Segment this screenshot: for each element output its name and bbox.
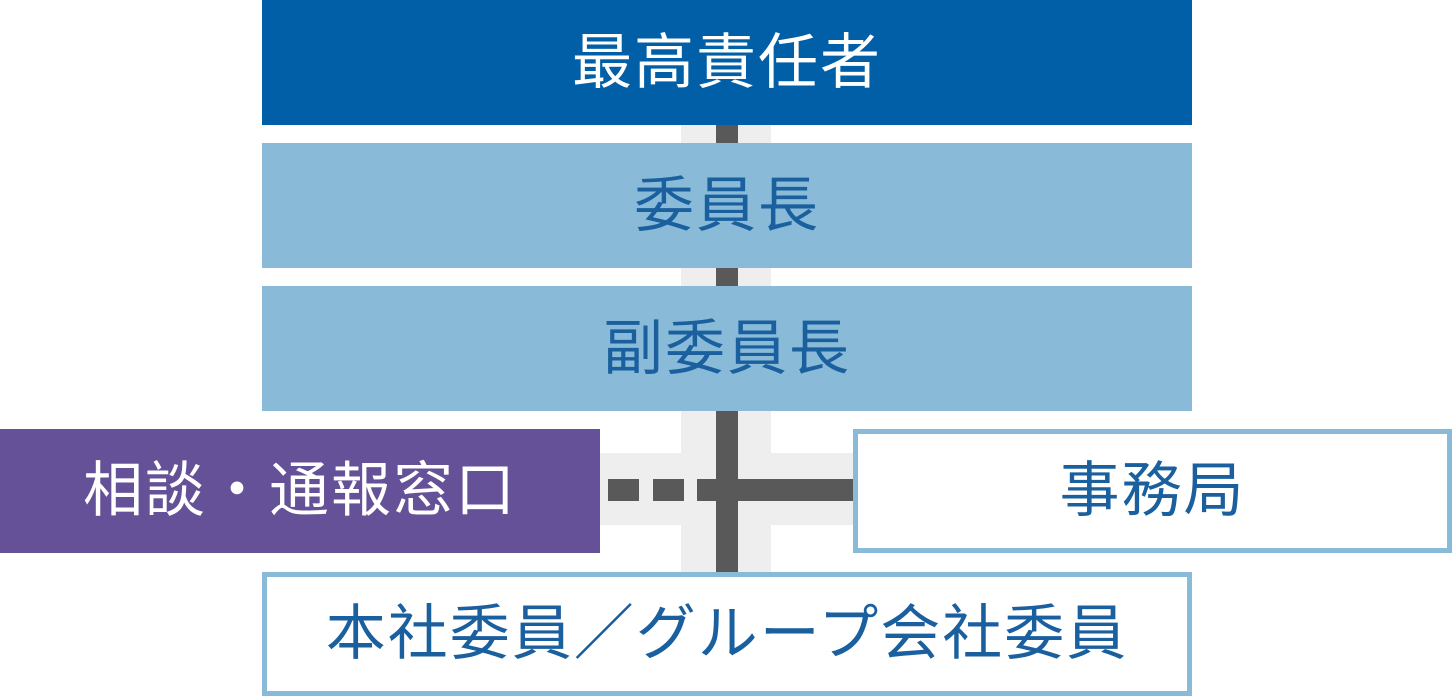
members-label: 本社委員／グループ会社委員 bbox=[325, 599, 1129, 669]
secretariat-label: 事務局 bbox=[1059, 456, 1246, 526]
vice-chairperson-box: 副委員長 bbox=[262, 286, 1192, 411]
chairperson-label: 委員長 bbox=[634, 170, 820, 241]
secretariat-box: 事務局 bbox=[853, 429, 1452, 553]
consultation-desk-box: 相談・通報窓口 bbox=[0, 429, 600, 553]
chairperson-box: 委員長 bbox=[262, 143, 1192, 268]
members-box: 本社委員／グループ会社委員 bbox=[262, 572, 1192, 696]
consultation-connector-dash bbox=[653, 479, 684, 501]
top-executive-label: 最高責任者 bbox=[572, 27, 882, 98]
consultation-desk-label: 相談・通報窓口 bbox=[83, 456, 517, 526]
top-executive-box: 最高責任者 bbox=[262, 0, 1192, 125]
consultation-connector-dash bbox=[608, 479, 639, 501]
secretariat-connector-line bbox=[697, 479, 855, 501]
vice-chairperson-label: 副委員長 bbox=[603, 313, 851, 384]
